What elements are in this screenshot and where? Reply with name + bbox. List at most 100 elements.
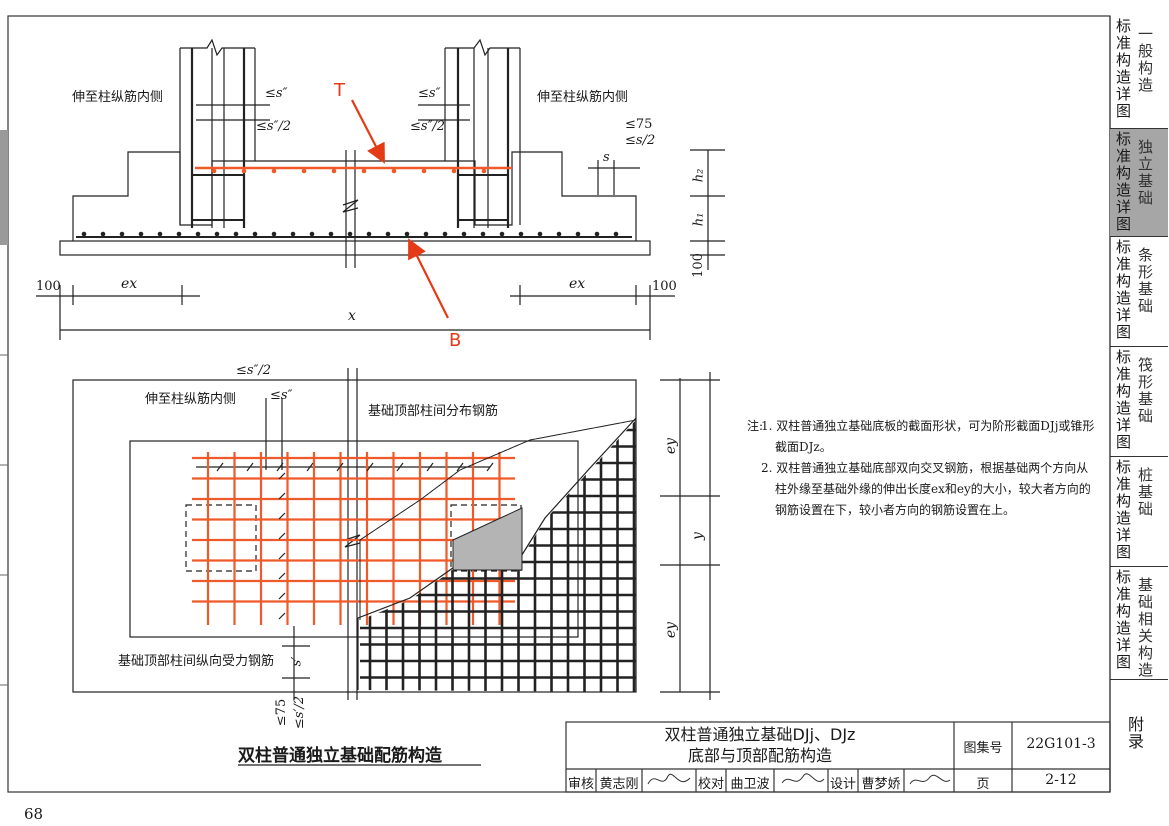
dim-tick: [278, 612, 286, 620]
side-tab-4-col1: 标准构造详图: [1116, 348, 1132, 451]
rebar-dot: [347, 231, 353, 237]
side-tab-2-col1: 标准构造详图: [1116, 130, 1132, 233]
rebar-dot: [100, 231, 106, 237]
rebar-dot: [385, 231, 391, 237]
dim-100-right: 100: [652, 279, 677, 294]
rebar-dot: [613, 231, 619, 237]
dim-tick: [396, 462, 404, 472]
marker-b: B: [449, 330, 462, 351]
dim-tick: [278, 512, 286, 520]
rebar-dot: [361, 168, 367, 174]
rebar-dot: [421, 168, 427, 174]
margin-ticks: [0, 354, 8, 686]
rebar-dot: [366, 231, 372, 237]
dim-tick: [278, 592, 286, 600]
designer-name: 曹梦娇: [861, 777, 901, 792]
rebar-dot: [301, 168, 307, 174]
side-tab-1[interactable]: 标准构造详图 一般构造: [1110, 16, 1168, 129]
rebar-dot: [594, 231, 600, 237]
rebar-dot: [328, 231, 334, 237]
atlas-label: 图集号: [963, 741, 1003, 756]
s-section: s: [603, 150, 610, 165]
rebar-dot: [176, 231, 182, 237]
plan-column-left: [185, 504, 257, 572]
le-s-half-section: ≤s/2: [625, 133, 656, 148]
side-tab-5[interactable]: 标准构造详图 桩基础: [1110, 457, 1168, 567]
section-right-note: 伸至柱纵筋内侧: [537, 90, 629, 105]
rebar-dot: [575, 231, 581, 237]
side-tab-3-col1: 标准构造详图: [1116, 238, 1132, 341]
notes-block: 注: 1. 双柱普通独立基础底板的截面形状，可为阶形截面DJj或锥形截面DJz。…: [747, 416, 1099, 521]
dim-tick: [278, 572, 286, 580]
h2-label: h₂: [691, 168, 707, 183]
rebar-dot: [119, 231, 125, 237]
dim-tick: [216, 462, 224, 472]
title-block-title: 双柱普通独立基础DJj、DJz 底部与顶部配筋构造: [566, 724, 954, 766]
s-dbl-half-left: ≤s″/2: [256, 119, 292, 134]
rebar-dot: [480, 231, 486, 237]
page-label: 页: [976, 777, 990, 792]
plan-outline: [72, 379, 637, 693]
le75-section: ≤75: [625, 117, 653, 132]
rebar-dot: [331, 168, 337, 174]
rebar-dot: [518, 231, 524, 237]
dim-tick: [486, 462, 494, 472]
rebar-dot: [423, 231, 429, 237]
side-tab-3[interactable]: 标准构造详图 条形基础: [1110, 237, 1168, 347]
side-tab-6-col1: 标准构造详图: [1116, 568, 1132, 671]
arrow-t: [351, 99, 385, 164]
ey-bottom: ey: [663, 621, 680, 639]
reviewer-name: 黄志刚: [599, 777, 639, 792]
side-tab-4-col2: 筏形基础: [1138, 356, 1154, 425]
dim-100-left: 100: [36, 279, 61, 294]
page-number: 68: [24, 805, 44, 823]
review-label: 审核: [567, 777, 594, 792]
bottom-rebar-dots: [81, 231, 619, 237]
side-tab-2[interactable]: 标准构造详图 独立基础: [1110, 129, 1168, 237]
rebar-dot: [404, 231, 410, 237]
dim-tick: [278, 492, 286, 500]
rebar-dot: [214, 231, 220, 237]
side-tab-2-col2: 独立基础: [1138, 138, 1154, 207]
dim-tick: [278, 472, 286, 480]
h1-label: h₁: [691, 212, 707, 227]
top-dist-label: 基础顶部柱间分布钢筋: [368, 404, 499, 419]
check-label: 校对: [697, 777, 724, 792]
side-tab-7[interactable]: 附录: [1110, 680, 1168, 792]
rebar-dot: [451, 168, 457, 174]
s-dbl-left: ≤s″: [265, 86, 288, 101]
notes-label: 注:: [747, 419, 764, 433]
right-column: [444, 38, 521, 228]
le75-plan: ≤75: [274, 698, 290, 727]
side-tab-5-col1: 标准构造详图: [1116, 458, 1132, 561]
le-s-half-plan: ≤s′/2: [292, 695, 308, 730]
figure-caption: 双柱普通独立基础配筋构造: [238, 746, 442, 766]
signatures: [647, 773, 951, 785]
dim-tick: [306, 462, 314, 472]
dim-tick: [336, 462, 344, 472]
ey-top: ey: [663, 437, 680, 455]
note-item-2: 2. 双柱普通独立基础底部双向交叉钢筋，根据基础两个方向从柱外缘至基础外缘的伸出…: [761, 461, 1091, 517]
plan-s-dbl: ≤s″: [270, 388, 293, 403]
dim-tick: [278, 552, 286, 560]
foundation-outline: [72, 151, 637, 241]
side-tab-4[interactable]: 标准构造详图 筏形基础: [1110, 347, 1168, 457]
rebar-dot: [157, 231, 163, 237]
side-tab-7-col1: 附录: [1128, 715, 1145, 751]
title-line-1: 双柱普通独立基础DJj、DJz: [664, 725, 856, 744]
checker-name: 曲卫波: [730, 777, 770, 792]
arrow-b: [408, 238, 449, 319]
dim-tick: [456, 462, 464, 472]
dim-tick: [426, 462, 434, 472]
rebar-dot: [252, 231, 258, 237]
side-tab-6[interactable]: 标准构造详图 基础相关构造: [1110, 567, 1168, 680]
dim-tick: [276, 462, 284, 472]
y-label: y: [689, 532, 706, 540]
dim-tick: [246, 462, 254, 472]
rebar-dot: [481, 168, 487, 174]
s-dbl-half-right: ≤s″/2: [410, 119, 446, 134]
side-tab-1-col2: 一般构造: [1138, 25, 1154, 94]
rebar-dot: [81, 231, 87, 237]
rebar-dot: [556, 231, 562, 237]
